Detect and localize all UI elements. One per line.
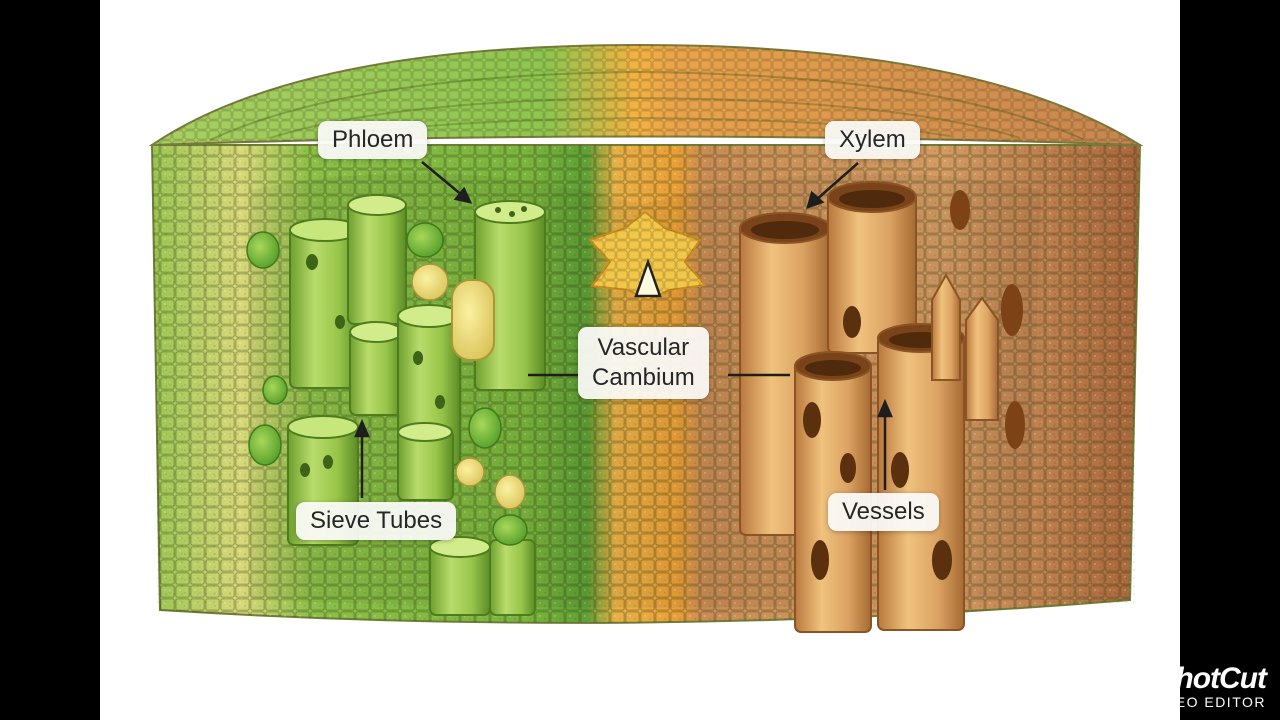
xylem-vessels <box>739 181 1025 633</box>
cambium-label-line1: Vascular <box>597 334 690 361</box>
shotcut-watermark: ShotCut AI VIDEO EDITOR <box>1126 662 1267 711</box>
cambium-label-line2: Cambium <box>592 364 695 391</box>
vascular-cambium-label: Vascular Cambium <box>578 327 709 399</box>
watermark-subtitle: AI VIDEO EDITOR <box>1126 694 1266 710</box>
vessels-label: Vessels <box>828 493 939 531</box>
outer-bark-left <box>156 148 246 608</box>
phloem-label: Phloem <box>318 121 428 159</box>
watermark-logo: ShotCut <box>1156 662 1267 695</box>
outer-bark-right <box>1040 148 1135 603</box>
phloem-tubes <box>287 194 546 616</box>
xylem-label: Xylem <box>825 121 920 159</box>
pointer-arrows <box>354 161 893 498</box>
parenchyma-cells <box>246 222 528 546</box>
cambium-cell-cluster <box>588 210 707 302</box>
sieve-tubes-label: Sieve Tubes <box>296 502 457 540</box>
top-surface-cells <box>152 45 1140 145</box>
diagram-stage: Phloem Xylem Vascular Cambium Sieve Tube… <box>100 0 1180 720</box>
